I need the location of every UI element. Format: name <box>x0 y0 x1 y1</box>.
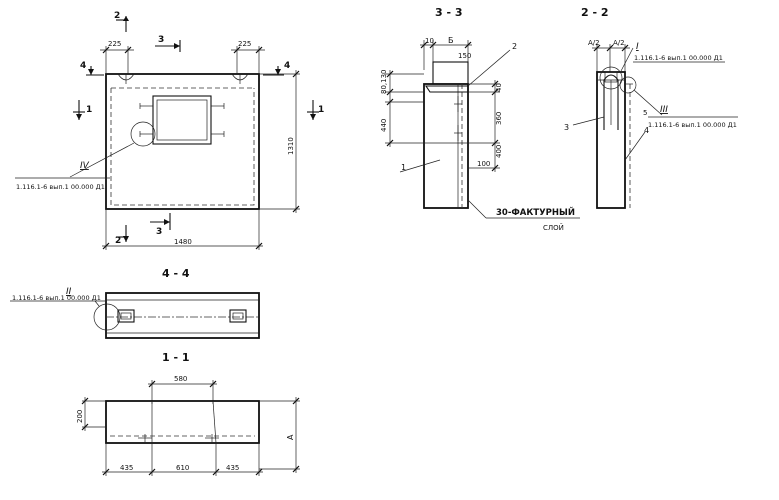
cut-top-2: 2 <box>114 11 120 21</box>
section-4-4-title: 4 - 4 <box>162 267 190 280</box>
insert-right <box>229 309 247 323</box>
dim-200: 200 <box>76 410 84 423</box>
opening-inner <box>156 99 208 141</box>
cut-right-4: 4 <box>284 61 290 71</box>
dim-580: 580 <box>174 375 187 383</box>
dim-435-left: 435 <box>120 464 133 472</box>
cut-bottom-2: 2 <box>115 236 121 246</box>
section-1-1-outline <box>105 400 260 444</box>
detail-circle-ii <box>93 303 121 331</box>
dim-225-right: 225 <box>238 40 251 48</box>
dim-435-right: 435 <box>226 464 239 472</box>
leader-iv <box>69 142 135 178</box>
node-ref-iii: 1.116.1-6 вып.1 00.000 Д1 <box>648 121 737 129</box>
dim-100: 100 <box>477 160 490 168</box>
node-roman-i: I <box>636 42 639 52</box>
section-2-2: 2 - 2 А/2 А/2 I 1.116.1-6 вып.1 00.000 Д… <box>564 6 738 209</box>
pos-4: 4 <box>644 126 649 135</box>
cut-top-3: 3 <box>158 35 164 45</box>
section-3-3-body <box>423 83 469 209</box>
pos-3: 3 <box>564 123 569 132</box>
dim-1310: 1310 <box>287 137 295 155</box>
dim-150: 150 <box>458 52 471 60</box>
dim-10: 10 <box>425 37 434 45</box>
dim-b: Б <box>448 36 454 45</box>
dim-a2-left: А/2 <box>588 39 600 47</box>
dim-400: 400 <box>495 145 503 158</box>
plan-dashed-contour <box>110 88 255 206</box>
section-1-1-title: 1 - 1 <box>162 351 190 364</box>
opening-outer <box>152 95 212 145</box>
pos-2: 2 <box>512 42 517 51</box>
dim-440: 440 <box>380 119 388 132</box>
node-ref-i: 1.116.1-6 вып.1 00.000 Д1 <box>634 54 723 62</box>
cut-left-4: 4 <box>80 61 86 71</box>
node-ref-iv: 1.116.1-6 вып.1 00.000 Д1 <box>16 183 105 191</box>
dim-a: А <box>286 434 295 440</box>
node-roman-iv: IV <box>80 161 90 171</box>
node-roman-ii: II <box>66 287 72 297</box>
node-ref-ii: 1.116.1-6 вып.1 00.000 Д1 <box>12 294 101 302</box>
texture-note-2: СЛОЙ <box>543 223 564 232</box>
section-3-3-title: 3 - 3 <box>435 6 463 19</box>
dim-610: 610 <box>176 464 189 472</box>
node-roman-iii: III <box>660 105 668 115</box>
anchor-marks <box>139 103 225 137</box>
detail-circle-iii <box>619 76 637 94</box>
insert-left <box>117 309 135 323</box>
detail-circle-i <box>599 66 623 90</box>
section-3-3-top-cap <box>432 61 469 85</box>
section-2-2-loop <box>603 74 619 130</box>
dim-80-130: 80,130 <box>380 70 388 95</box>
pos-1: 1 <box>401 163 406 172</box>
dim-360: 360 <box>495 112 503 125</box>
texture-note: 30-ФАКТУРНЫЙ <box>496 206 575 218</box>
section-4-4: 4 - 4 II 1.116.1-6 вып.1 00.000 Д1 <box>10 267 260 339</box>
pos-5: 5 <box>643 109 647 117</box>
detail-circle-iv <box>130 121 156 147</box>
dim-225-left: 225 <box>108 40 121 48</box>
dim-1480: 1480 <box>174 238 192 246</box>
plan-outline <box>105 73 260 210</box>
section-2-2-title: 2 - 2 <box>581 6 609 19</box>
cut-bottom-3: 3 <box>156 227 162 237</box>
plan-view: IV 1.116.1-6 вып.1 00.000 Д1 225 225 2 3… <box>15 11 324 250</box>
cut-right-1: 1 <box>318 105 324 115</box>
section-4-4-outline <box>105 292 260 339</box>
dim-a2-right: А/2 <box>613 39 625 47</box>
dim-40: 40 <box>495 83 503 92</box>
section-3-3: 3 - 3 10 Б 150 80,130 44 <box>380 6 580 232</box>
section-1-1: 1 - 1 580 200 А <box>76 351 300 476</box>
cut-left-1: 1 <box>86 105 92 115</box>
